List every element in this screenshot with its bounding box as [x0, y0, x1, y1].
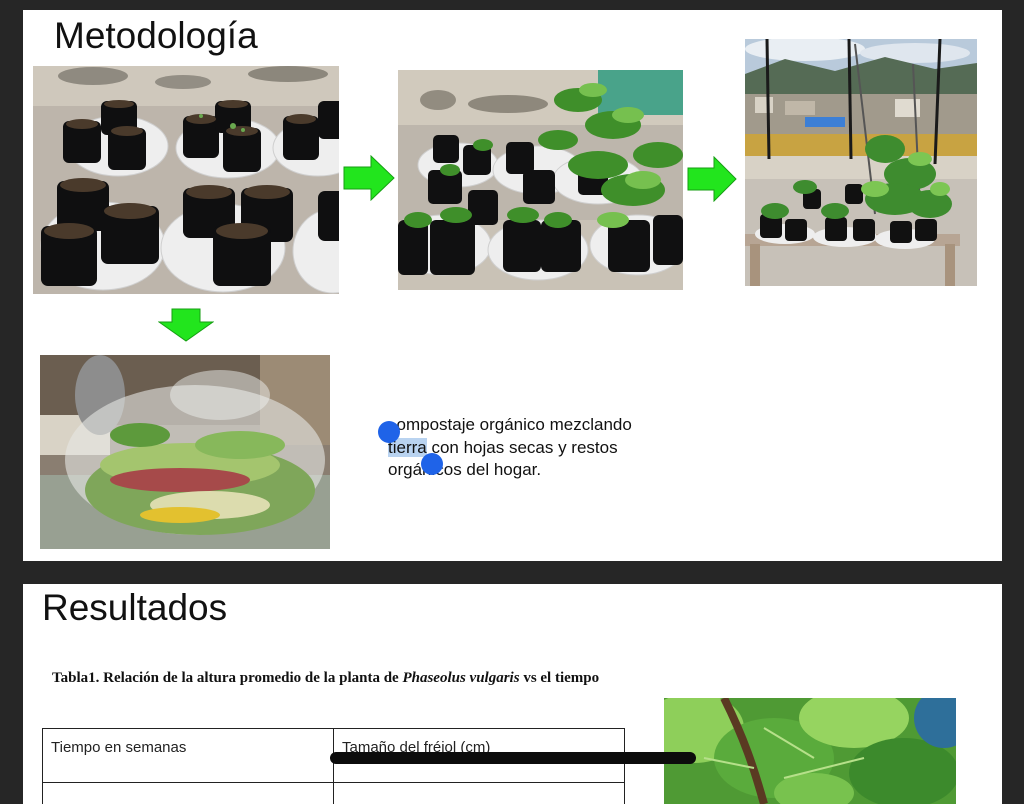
selection-handle-icon[interactable] [421, 453, 443, 475]
page-title: Resultados [42, 586, 227, 630]
table-cell [43, 783, 334, 804]
caption-line1: ompostaje orgánico mezclando [397, 415, 632, 434]
selection-handle-icon[interactable] [378, 421, 400, 443]
mature-plants-photo [745, 39, 977, 286]
table-caption-species: Phaseolus vulgaris [402, 670, 519, 686]
arrow-down-icon [158, 308, 214, 347]
arrow-right-icon [687, 156, 737, 207]
table-header-cell: Tiempo en semanas [43, 729, 334, 783]
table-row [43, 783, 625, 804]
bean-leaves-photo [664, 698, 956, 804]
caption-line2: con hojas secas y restos [427, 438, 618, 457]
compost-bag-photo [40, 355, 330, 549]
table-caption-suffix: vs el tiempo [520, 670, 600, 686]
seedling-pots-photo [33, 66, 339, 294]
table-caption-prefix: Tabla1. Relación de la altura promedio d… [52, 670, 402, 686]
table-caption: Tabla1. Relación de la altura promedio d… [52, 670, 599, 687]
slide-methodology: Metodología [23, 10, 1002, 561]
arrow-right-icon [343, 155, 395, 206]
page-scrubber[interactable] [330, 752, 696, 764]
growing-plants-photo [398, 70, 683, 290]
top-bar [0, 0, 1024, 10]
caption-line3: orgánicos del hogar. [388, 460, 541, 479]
slide-results: Resultados Tabla1. Relación de la altura… [23, 584, 1002, 804]
page-title: Metodología [54, 14, 258, 58]
results-table: Tiempo en semanas Tamaño del fréjol (cm) [42, 728, 625, 804]
table-cell [334, 783, 625, 804]
